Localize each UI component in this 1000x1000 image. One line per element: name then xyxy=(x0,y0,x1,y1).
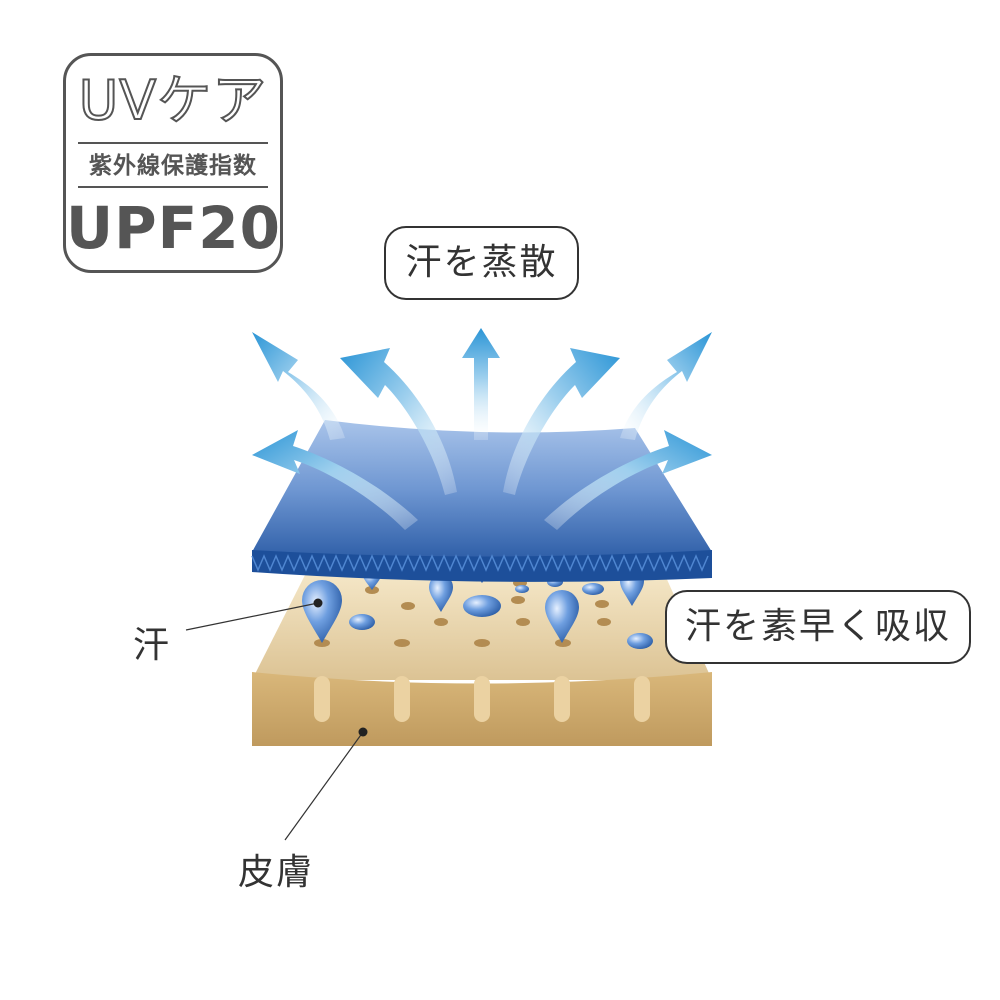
evaporation-arrows xyxy=(252,328,712,530)
leader-lines xyxy=(185,598,368,841)
skin-leader-line xyxy=(284,731,364,841)
arrow-up-left-3 xyxy=(340,348,457,495)
sweat-label: 汗 xyxy=(133,625,172,666)
arrow-up-left-1 xyxy=(252,332,345,440)
sweat-ducts xyxy=(314,676,650,722)
sweat-leader-dot xyxy=(313,598,323,608)
fabric-weave-texture xyxy=(251,554,709,572)
badge-divider-bottom xyxy=(78,186,268,188)
absorb-callout: 汗を素早く吸収 xyxy=(665,590,971,664)
sweat-leader-line xyxy=(185,602,319,631)
sweat-drops xyxy=(302,566,653,649)
badge-rating: UPF20 xyxy=(66,194,281,262)
arrow-up-right-2 xyxy=(544,430,712,530)
arrow-up-left-2 xyxy=(252,430,418,530)
skin-leader-dot xyxy=(358,727,368,737)
fabric-layer xyxy=(251,420,712,582)
badge-title: UVケア xyxy=(78,68,268,133)
fabric-top-surface xyxy=(252,420,712,559)
skin-block xyxy=(252,575,712,746)
arrow-up-right-3 xyxy=(503,348,620,495)
arrow-up-right-1 xyxy=(620,332,712,440)
badge-subtitle: 紫外線保護指数 xyxy=(89,153,257,179)
skin-label: 皮膚 xyxy=(238,852,315,893)
arrow-up-center xyxy=(462,328,500,440)
evaporate-callout: 汗を蒸散 xyxy=(384,226,579,300)
uv-care-badge: UVケア 紫外線保護指数 UPF20 xyxy=(63,53,283,273)
badge-divider-top xyxy=(78,142,268,144)
fabric-edge xyxy=(252,550,712,582)
